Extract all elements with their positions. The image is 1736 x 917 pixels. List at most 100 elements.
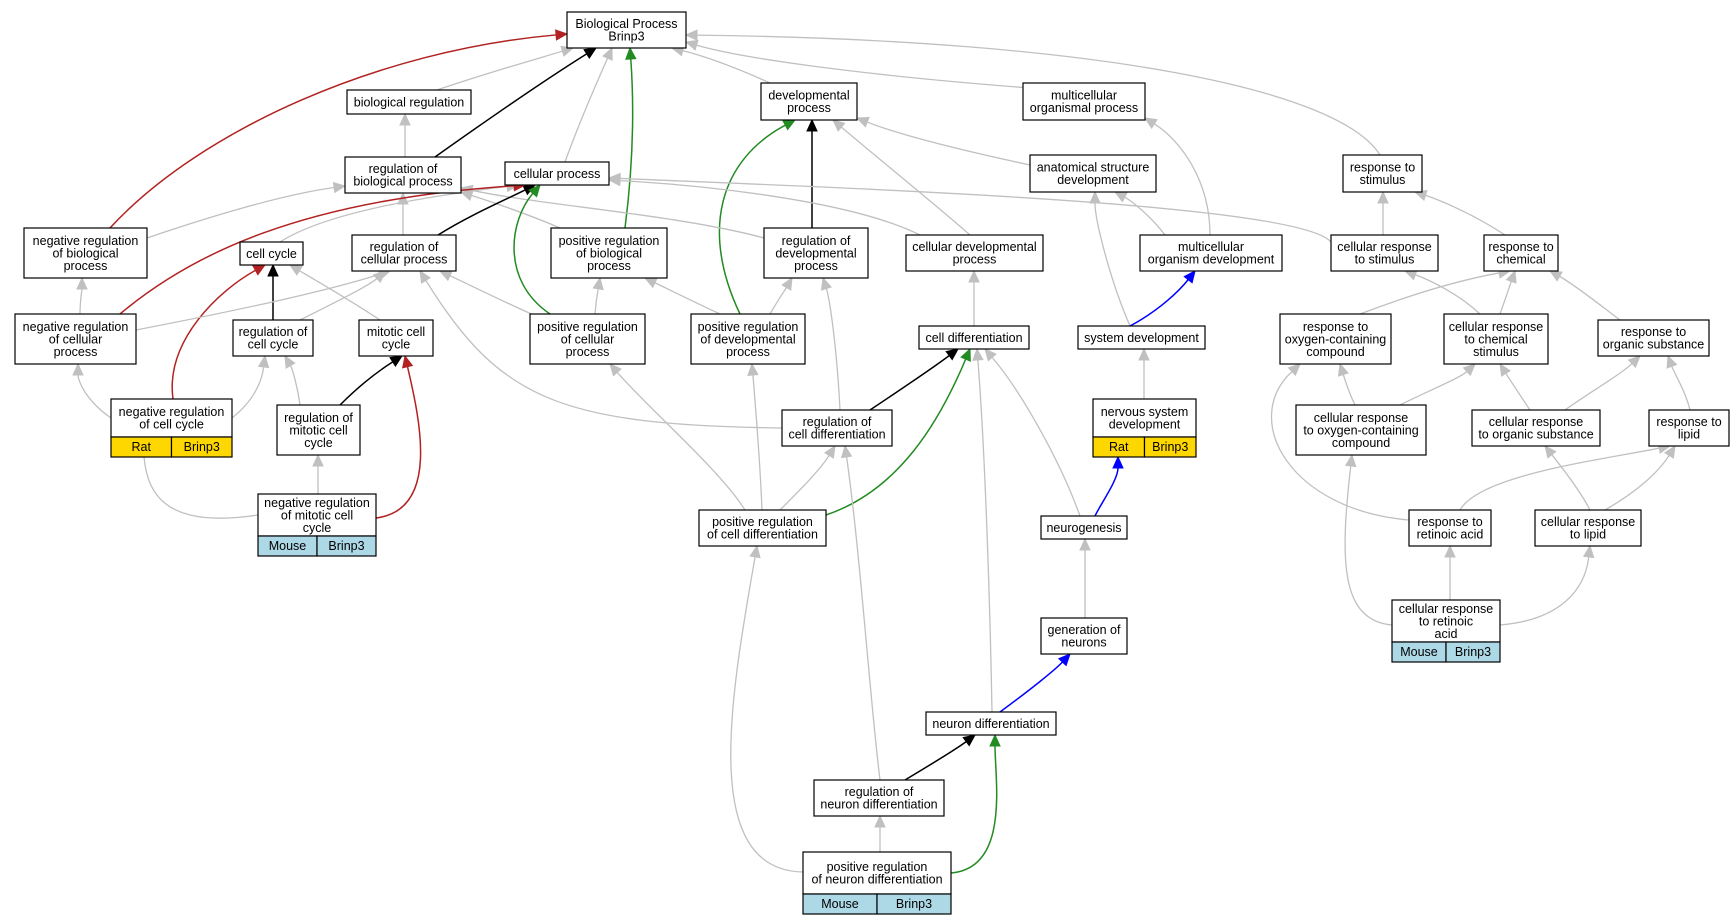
node-neurdiff[interactable]: neuron differentiation	[925, 711, 1057, 736]
node-label-line: cellular response	[1449, 320, 1544, 334]
edge-posneur-to-posdiff	[730, 544, 804, 873]
node-label-line: cellular process	[514, 167, 601, 181]
node-label-line: cycle	[382, 338, 411, 352]
node-box	[529, 313, 646, 365]
node-label-line: cellular response	[1541, 515, 1636, 529]
edge-cellresporg-to-cellrespchem	[1499, 362, 1531, 411]
edge-posdev-to-posbio	[643, 277, 721, 315]
node-label-line: developmental	[775, 246, 856, 260]
node-label-line: multicellular	[1051, 89, 1117, 103]
node-label-line: of cellular	[561, 332, 615, 346]
node-cellcycle[interactable]: cell cycle	[239, 241, 304, 266]
node-sysdev[interactable]: system development	[1077, 325, 1206, 350]
edge-cellrespchem-to-respchem	[1499, 269, 1517, 315]
gene-cell	[1143, 436, 1197, 458]
edge-arrowhead	[267, 263, 279, 277]
edge-arrowhead	[1505, 269, 1517, 284]
edge-poscell-to-posbio	[592, 276, 604, 315]
edge-arrowhead	[1582, 544, 1595, 559]
edge-cellresplipid-to-cellresporg	[1544, 445, 1591, 511]
edge-arrowhead	[832, 119, 846, 132]
edge-line	[752, 374, 763, 511]
edge-arrowhead	[288, 264, 303, 276]
edge-arrowhead	[1057, 653, 1071, 667]
node-cellproc[interactable]: cellular process	[504, 161, 610, 186]
edge-line	[146, 186, 335, 239]
node-label-line: negative regulation	[119, 405, 225, 419]
node-neurogen[interactable]: neurogenesis	[1040, 515, 1128, 540]
node-label-line: chemical	[1496, 253, 1545, 267]
node-box	[1597, 319, 1710, 357]
gene-cell	[876, 893, 952, 915]
node-bioreg[interactable]: biological regulation	[346, 89, 472, 115]
node-celldiff[interactable]: cell differentiation	[918, 325, 1030, 350]
node-label-line: positive regulation	[537, 320, 638, 334]
edge-line	[171, 269, 256, 400]
edge-resplipid-to-resporg	[1666, 354, 1691, 411]
edge-multidev-to-anat	[1113, 191, 1166, 236]
node-label-line: cell cycle	[248, 338, 299, 352]
edge-line	[616, 371, 746, 511]
edge-line	[1153, 123, 1211, 236]
edge-regbio-to-bioreg	[399, 112, 411, 157]
edge-posbio-to-bp	[624, 46, 637, 229]
edge-line	[769, 287, 788, 315]
edge-line	[231, 366, 265, 419]
node-label-line: response to	[1488, 240, 1553, 254]
node-label-line: Brinp3	[608, 30, 644, 44]
edge-line	[730, 556, 804, 873]
gene-cell	[1445, 641, 1501, 663]
node-label-line: cell cycle	[246, 247, 297, 261]
edge-arrowhead	[972, 347, 984, 361]
edge-cellresplipid-to-resplipid	[1604, 444, 1676, 511]
edge-line	[119, 184, 515, 315]
edge-line	[845, 456, 881, 781]
edge-regcc-to-regcell	[299, 270, 386, 321]
edge-line	[1499, 281, 1512, 315]
edge-posdev-to-regdev	[769, 276, 793, 315]
edge-line	[434, 53, 588, 158]
edge-regdev-to-dev	[806, 118, 818, 228]
node-label-line: regulation of	[369, 162, 438, 176]
edge-cellrespoxy-to-respoxy	[1337, 362, 1356, 406]
edge-arrowhead	[1544, 445, 1557, 459]
